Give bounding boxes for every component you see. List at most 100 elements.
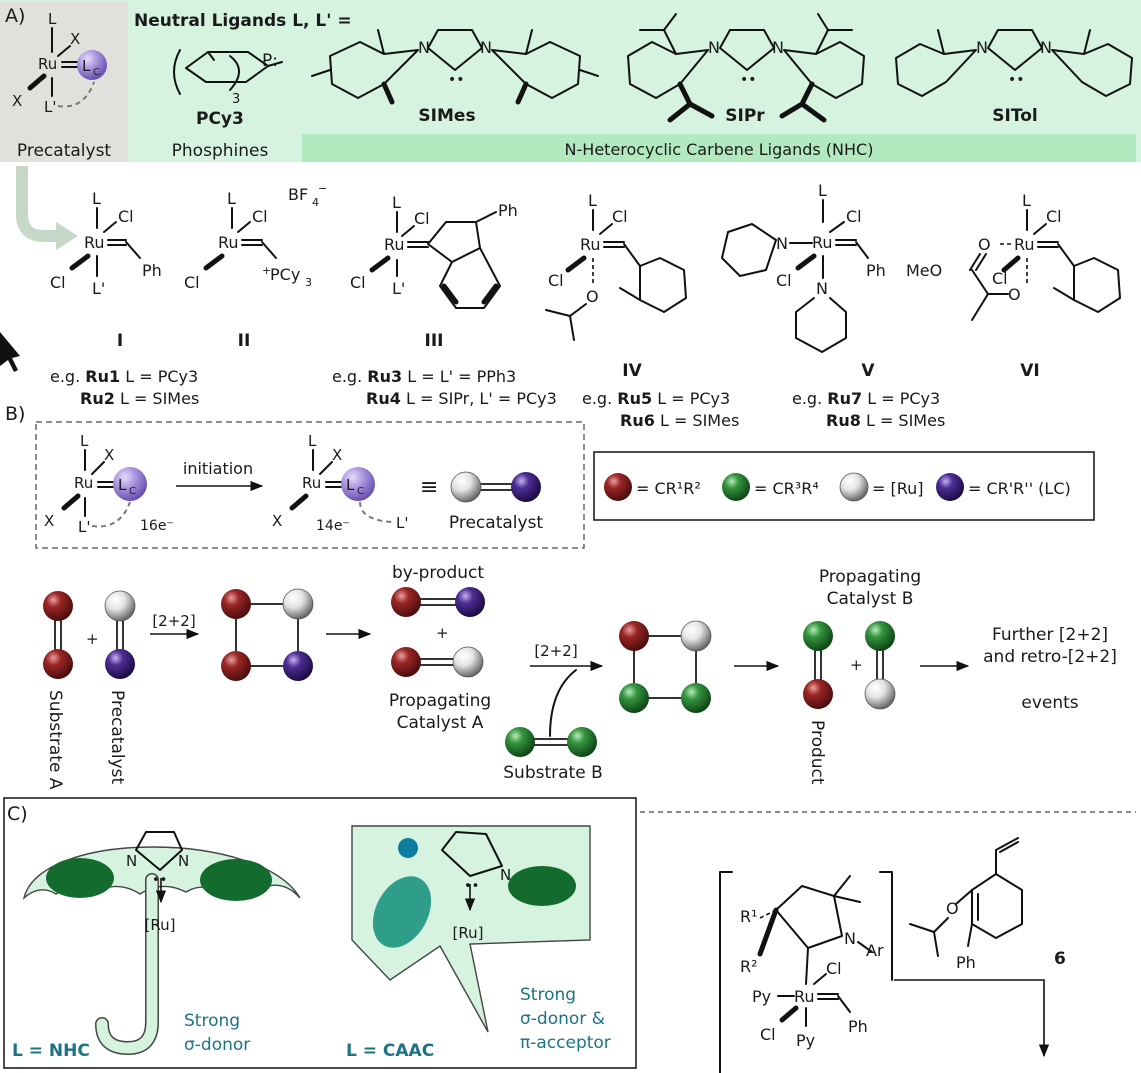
plus-3: +: [850, 656, 863, 674]
precatalyst-panel: [0, 2, 128, 162]
propagating-b-line2: Catalyst B: [827, 589, 914, 609]
type-label-II: II: [238, 331, 251, 351]
svg-text:MeO: MeO: [906, 261, 942, 280]
svg-text:Ru: Ru: [1014, 235, 1035, 254]
catalyst-V: L Cl Ru Ph N Cl N: [721, 181, 886, 353]
byproduct-model: [391, 587, 485, 617]
example-ru1: e.g. Ru1 L = PCy3: [50, 367, 198, 386]
legend-purple-text: = CR'R'' (LC): [968, 479, 1071, 498]
svg-text:Cl: Cl: [1046, 207, 1062, 226]
svg-text:Ru: Ru: [384, 235, 405, 254]
svg-text:Ru: Ru: [580, 235, 601, 254]
svg-text:O: O: [1008, 285, 1021, 304]
precatalyst-label: Precatalyst: [17, 141, 112, 161]
legend-purple-sphere: [936, 473, 964, 501]
svg-text:L: L: [80, 432, 89, 450]
caac-note-line1: Strong: [520, 985, 576, 1005]
svg-text:L': L': [92, 279, 105, 298]
caac-ru-complex: N Ar R¹ R² Ru Cl Ph Py Cl Py: [719, 871, 893, 1073]
ru-label-caac: [Ru]: [453, 924, 484, 942]
type-label-III: III: [425, 331, 444, 351]
svg-text:Ph: Ph: [866, 261, 886, 280]
green-curve-arrow: [16, 166, 58, 242]
svg-text:4: 4: [312, 196, 319, 209]
svg-text:••: ••: [464, 879, 479, 894]
precatalyst-vertical-model: [104, 590, 136, 679]
svg-text:X: X: [104, 446, 114, 464]
svg-text:P:: P:: [262, 51, 278, 71]
svg-text:Ru: Ru: [84, 233, 105, 252]
substrate-b-curve: [549, 669, 577, 737]
reaction-arrow-6: [894, 979, 1050, 1058]
svg-text:Cl: Cl: [992, 269, 1008, 288]
svg-text:Ph: Ph: [956, 953, 976, 972]
caac-caption: L = CAAC: [346, 1041, 434, 1061]
example-ru4: Ru4 L = SIPr, L' = PCy3: [366, 389, 557, 408]
example-list: e.g. Ru1 L = PCy3 Ru2 L = SIMes e.g. Ru3…: [50, 367, 945, 430]
svg-text:L: L: [1022, 191, 1031, 210]
section-c-label: C): [7, 803, 28, 825]
svg-text:L: L: [82, 57, 91, 75]
svg-text:O: O: [978, 235, 991, 254]
svg-text:L: L: [92, 189, 101, 208]
svg-text:L: L: [227, 189, 236, 208]
catalyst-III: L Cl Ru Ph Cl L': [350, 193, 518, 309]
initiation-label: initiation: [183, 459, 253, 478]
svg-text:R²: R²: [740, 957, 758, 976]
svg-text:Ru: Ru: [38, 55, 57, 73]
svg-text:Ru: Ru: [812, 233, 833, 252]
svg-text:Cl: Cl: [826, 959, 842, 978]
substrate-b-label: Substrate B: [503, 763, 602, 783]
svg-text:N: N: [816, 279, 828, 298]
example-ru6: Ru6 L = SIMes: [620, 411, 739, 430]
svg-text:R¹: R¹: [740, 907, 758, 926]
ru-label-nhc: [Ru]: [145, 916, 176, 934]
compound-6-label: 6: [1054, 949, 1066, 969]
equiv-sign: ≡: [420, 475, 438, 500]
example-ru3: e.g. Ru3 L = L' = PPh3: [332, 367, 516, 386]
svg-text:N: N: [844, 929, 856, 948]
svg-text:L': L': [44, 98, 56, 116]
nhc-bar: [302, 134, 1136, 162]
example-ru5: e.g. Ru5 L = PCy3: [582, 389, 730, 408]
propagating-a-line2: Catalyst A: [397, 713, 484, 733]
svg-text:Cl: Cl: [760, 1025, 776, 1044]
substrate-a-model: [43, 591, 73, 679]
ligand-label-simes: SIMes: [418, 106, 475, 126]
legend-green-sphere: [722, 473, 750, 501]
svg-text:X: X: [272, 512, 282, 530]
example-ru7: e.g. Ru7 L = PCy3: [792, 389, 940, 408]
type-label-IV: IV: [622, 361, 642, 381]
nhc-note-line1: Strong: [184, 1011, 240, 1031]
step2-label: [2+2]: [534, 642, 577, 660]
propagating-b-line1: Propagating: [819, 567, 921, 587]
example-ru2: Ru2 L = SIMes: [80, 389, 199, 408]
product-model: [803, 621, 833, 709]
initiation-box: [35, 421, 585, 549]
metallacycle-2: [619, 620, 712, 713]
svg-text:Cl: Cl: [350, 273, 366, 292]
svg-text:Cl: Cl: [548, 271, 564, 290]
nhc-caption: L = NHC: [12, 1041, 90, 1061]
svg-text:C: C: [357, 486, 364, 497]
compound-6: O Ph 6: [909, 837, 1066, 972]
e14-label: 14e⁻: [316, 518, 350, 534]
legend: = CR¹R² = CR³R⁴ = [Ru] = CR'R'' (LC): [604, 472, 1071, 502]
precatalyst-vertical-label: Precatalyst: [107, 690, 127, 785]
svg-text:X: X: [12, 92, 22, 110]
legend-box: [593, 451, 1095, 521]
svg-text:X: X: [70, 30, 80, 48]
ligand-label-sitol: SITol: [992, 106, 1037, 126]
caac-note-line2: σ-donor &: [520, 1009, 605, 1029]
propagating-b-model: [864, 621, 896, 710]
svg-text:L': L': [396, 514, 408, 532]
e16-label: 16e⁻: [140, 518, 174, 534]
byproduct-label: by-product: [392, 563, 484, 583]
catalyst-IV: L Cl Ru Cl O: [545, 191, 687, 341]
